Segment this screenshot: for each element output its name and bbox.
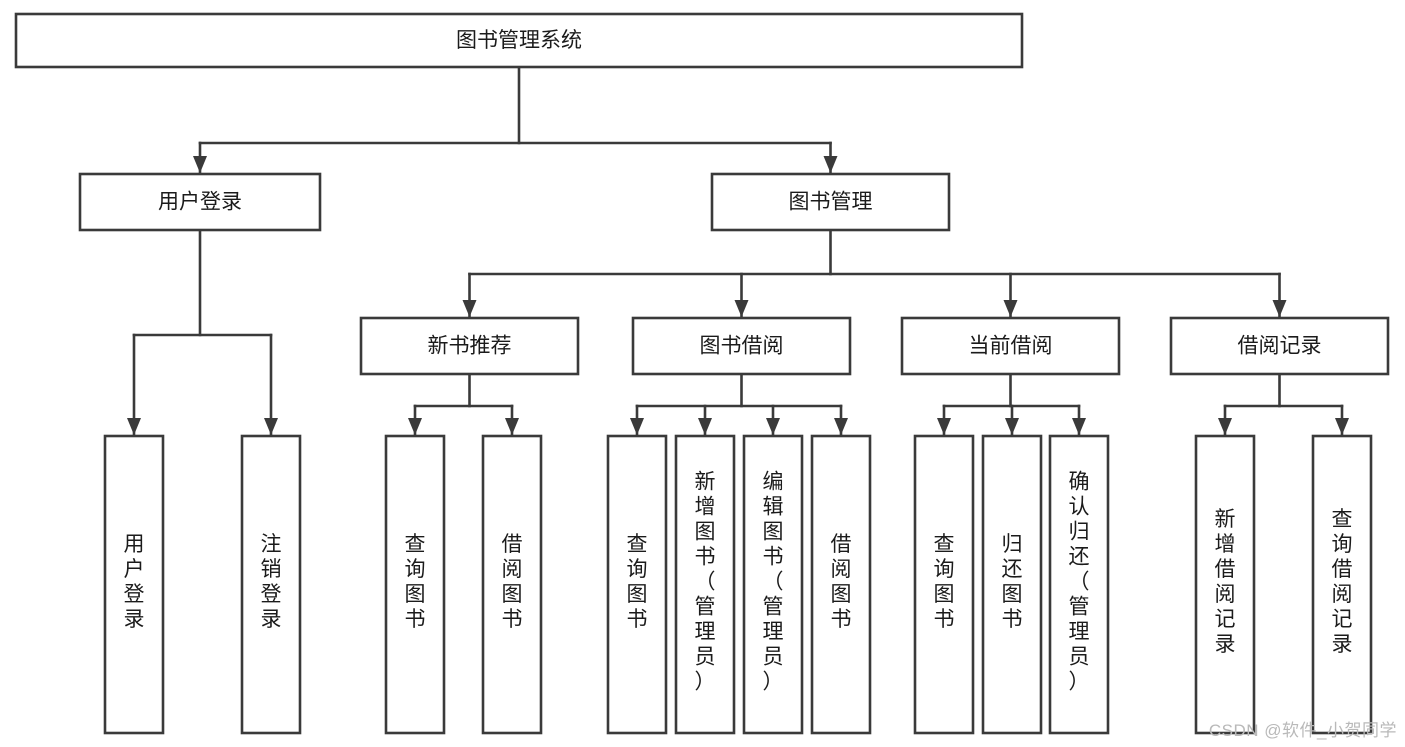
node-leaf-user-login[interactable]: 用户登录: [103, 434, 165, 735]
node-root[interactable]: 图书管理系统: [14, 12, 1024, 69]
arrow-head-icon: [734, 300, 749, 317]
node-leaf-borrow-book-bb-box[interactable]: [810, 434, 872, 735]
node-leaf-edit-book[interactable]: 编辑图书（管理员）: [742, 434, 804, 735]
node-book-borrow-box[interactable]: [631, 316, 852, 376]
node-user-login-label: 用户登录: [158, 191, 242, 214]
arrow-head-icon: [698, 418, 712, 435]
arrow-head-icon: [1005, 418, 1019, 435]
arrow-head-icon: [1072, 418, 1086, 435]
arrow-head-icon: [462, 300, 477, 317]
node-leaf-edit-book-box[interactable]: [742, 434, 804, 735]
arrow-head-icon: [630, 418, 644, 435]
node-leaf-return-book-label: 归还图书: [1002, 533, 1023, 631]
node-borrow-record-label: 借阅记录: [1238, 335, 1322, 358]
node-leaf-query-book-cb-box[interactable]: [913, 434, 975, 735]
node-user-login[interactable]: 用户登录: [78, 172, 322, 232]
node-leaf-query-book-cb[interactable]: 查询图书: [913, 434, 975, 735]
node-leaf-query-book-rec-box[interactable]: [384, 434, 446, 735]
node-leaf-add-record-box[interactable]: [1194, 434, 1256, 735]
node-root-label: 图书管理系统: [456, 29, 582, 52]
node-leaf-return-book[interactable]: 归还图书: [981, 434, 1043, 735]
node-leaf-query-book-rec[interactable]: 查询图书: [384, 434, 446, 735]
node-leaf-edit-book-label: 编辑图书（管理员）: [763, 471, 784, 694]
arrow-head-icon: [1335, 418, 1349, 435]
node-leaf-borrow-book-rec-box[interactable]: [481, 434, 543, 735]
node-leaf-confirm-return[interactable]: 确认归还（管理员）: [1048, 434, 1110, 735]
watermark-label: CSDN @软件_小贺同学: [1208, 721, 1397, 740]
node-book-manage[interactable]: 图书管理: [710, 172, 951, 232]
node-borrow-record-box[interactable]: [1169, 316, 1390, 376]
node-leaf-return-book-box[interactable]: [981, 434, 1043, 735]
node-leaf-query-book-rec-label: 查询图书: [405, 533, 426, 631]
node-current-borrow-label: 当前借阅: [969, 335, 1053, 358]
node-leaf-query-book-bb-box[interactable]: [606, 434, 668, 735]
arrow-head-icon: [193, 156, 207, 173]
node-new-book-recommend-label: 新书推荐: [428, 335, 512, 358]
node-leaf-borrow-book-bb-label: 借阅图书: [831, 533, 852, 631]
node-leaf-logout-box[interactable]: [240, 434, 302, 735]
node-leaf-logout-label: 注销登录: [261, 533, 282, 631]
arrow-head-icon: [1218, 418, 1232, 435]
node-current-borrow-box[interactable]: [900, 316, 1121, 376]
node-leaf-add-record-label: 新增借阅记录: [1215, 508, 1236, 656]
node-leaf-add-record[interactable]: 新增借阅记录: [1194, 434, 1256, 735]
node-leaf-query-book-cb-label: 查询图书: [934, 533, 955, 631]
node-leaf-query-record-label: 查询借阅记录: [1332, 508, 1353, 656]
node-book-borrow-label: 图书借阅: [700, 335, 784, 358]
node-borrow-record[interactable]: 借阅记录: [1169, 316, 1390, 376]
node-leaf-add-book-box[interactable]: [674, 434, 736, 735]
node-current-borrow[interactable]: 当前借阅: [900, 316, 1121, 376]
node-book-manage-box[interactable]: [710, 172, 951, 232]
node-leaf-query-book-bb[interactable]: 查询图书: [606, 434, 668, 735]
arrow-head-icon: [1003, 300, 1018, 317]
arrow-head-icon: [1272, 300, 1287, 317]
node-layer: 图书管理系统用户登录图书管理新书推荐图书借阅当前借阅借阅记录用户登录注销登录查询…: [14, 12, 1390, 735]
node-new-book-recommend-box[interactable]: [359, 316, 580, 376]
node-book-borrow[interactable]: 图书借阅: [631, 316, 852, 376]
node-leaf-borrow-book-rec[interactable]: 借阅图书: [481, 434, 543, 735]
node-leaf-query-record[interactable]: 查询借阅记录: [1311, 434, 1373, 735]
arrow-head-icon: [505, 418, 519, 435]
node-leaf-confirm-return-label: 确认归还（管理员）: [1069, 471, 1090, 694]
node-leaf-borrow-book-rec-label: 借阅图书: [502, 533, 523, 631]
node-leaf-confirm-return-box[interactable]: [1048, 434, 1110, 735]
node-book-manage-label: 图书管理: [789, 191, 873, 214]
arrow-head-icon: [834, 418, 848, 435]
node-leaf-add-book[interactable]: 新增图书（管理员）: [674, 434, 736, 735]
node-leaf-query-book-bb-label: 查询图书: [627, 533, 648, 631]
node-leaf-user-login-box[interactable]: [103, 434, 165, 735]
arrow-head-icon: [937, 418, 951, 435]
node-leaf-logout[interactable]: 注销登录: [240, 434, 302, 735]
node-user-login-box[interactable]: [78, 172, 322, 232]
node-leaf-borrow-book-bb[interactable]: 借阅图书: [810, 434, 872, 735]
node-leaf-add-book-label: 新增图书（管理员）: [695, 471, 716, 694]
node-new-book-recommend[interactable]: 新书推荐: [359, 316, 580, 376]
node-leaf-user-login-label: 用户登录: [124, 533, 145, 631]
node-root-box[interactable]: [14, 12, 1024, 69]
arrow-head-icon: [823, 156, 838, 173]
arrow-head-icon: [264, 418, 278, 435]
arrow-head-icon: [766, 418, 780, 435]
arrow-head-icon: [408, 418, 422, 435]
arrow-head-icon: [127, 418, 141, 435]
node-leaf-query-record-box[interactable]: [1311, 434, 1373, 735]
connector-layer: [127, 65, 1349, 436]
